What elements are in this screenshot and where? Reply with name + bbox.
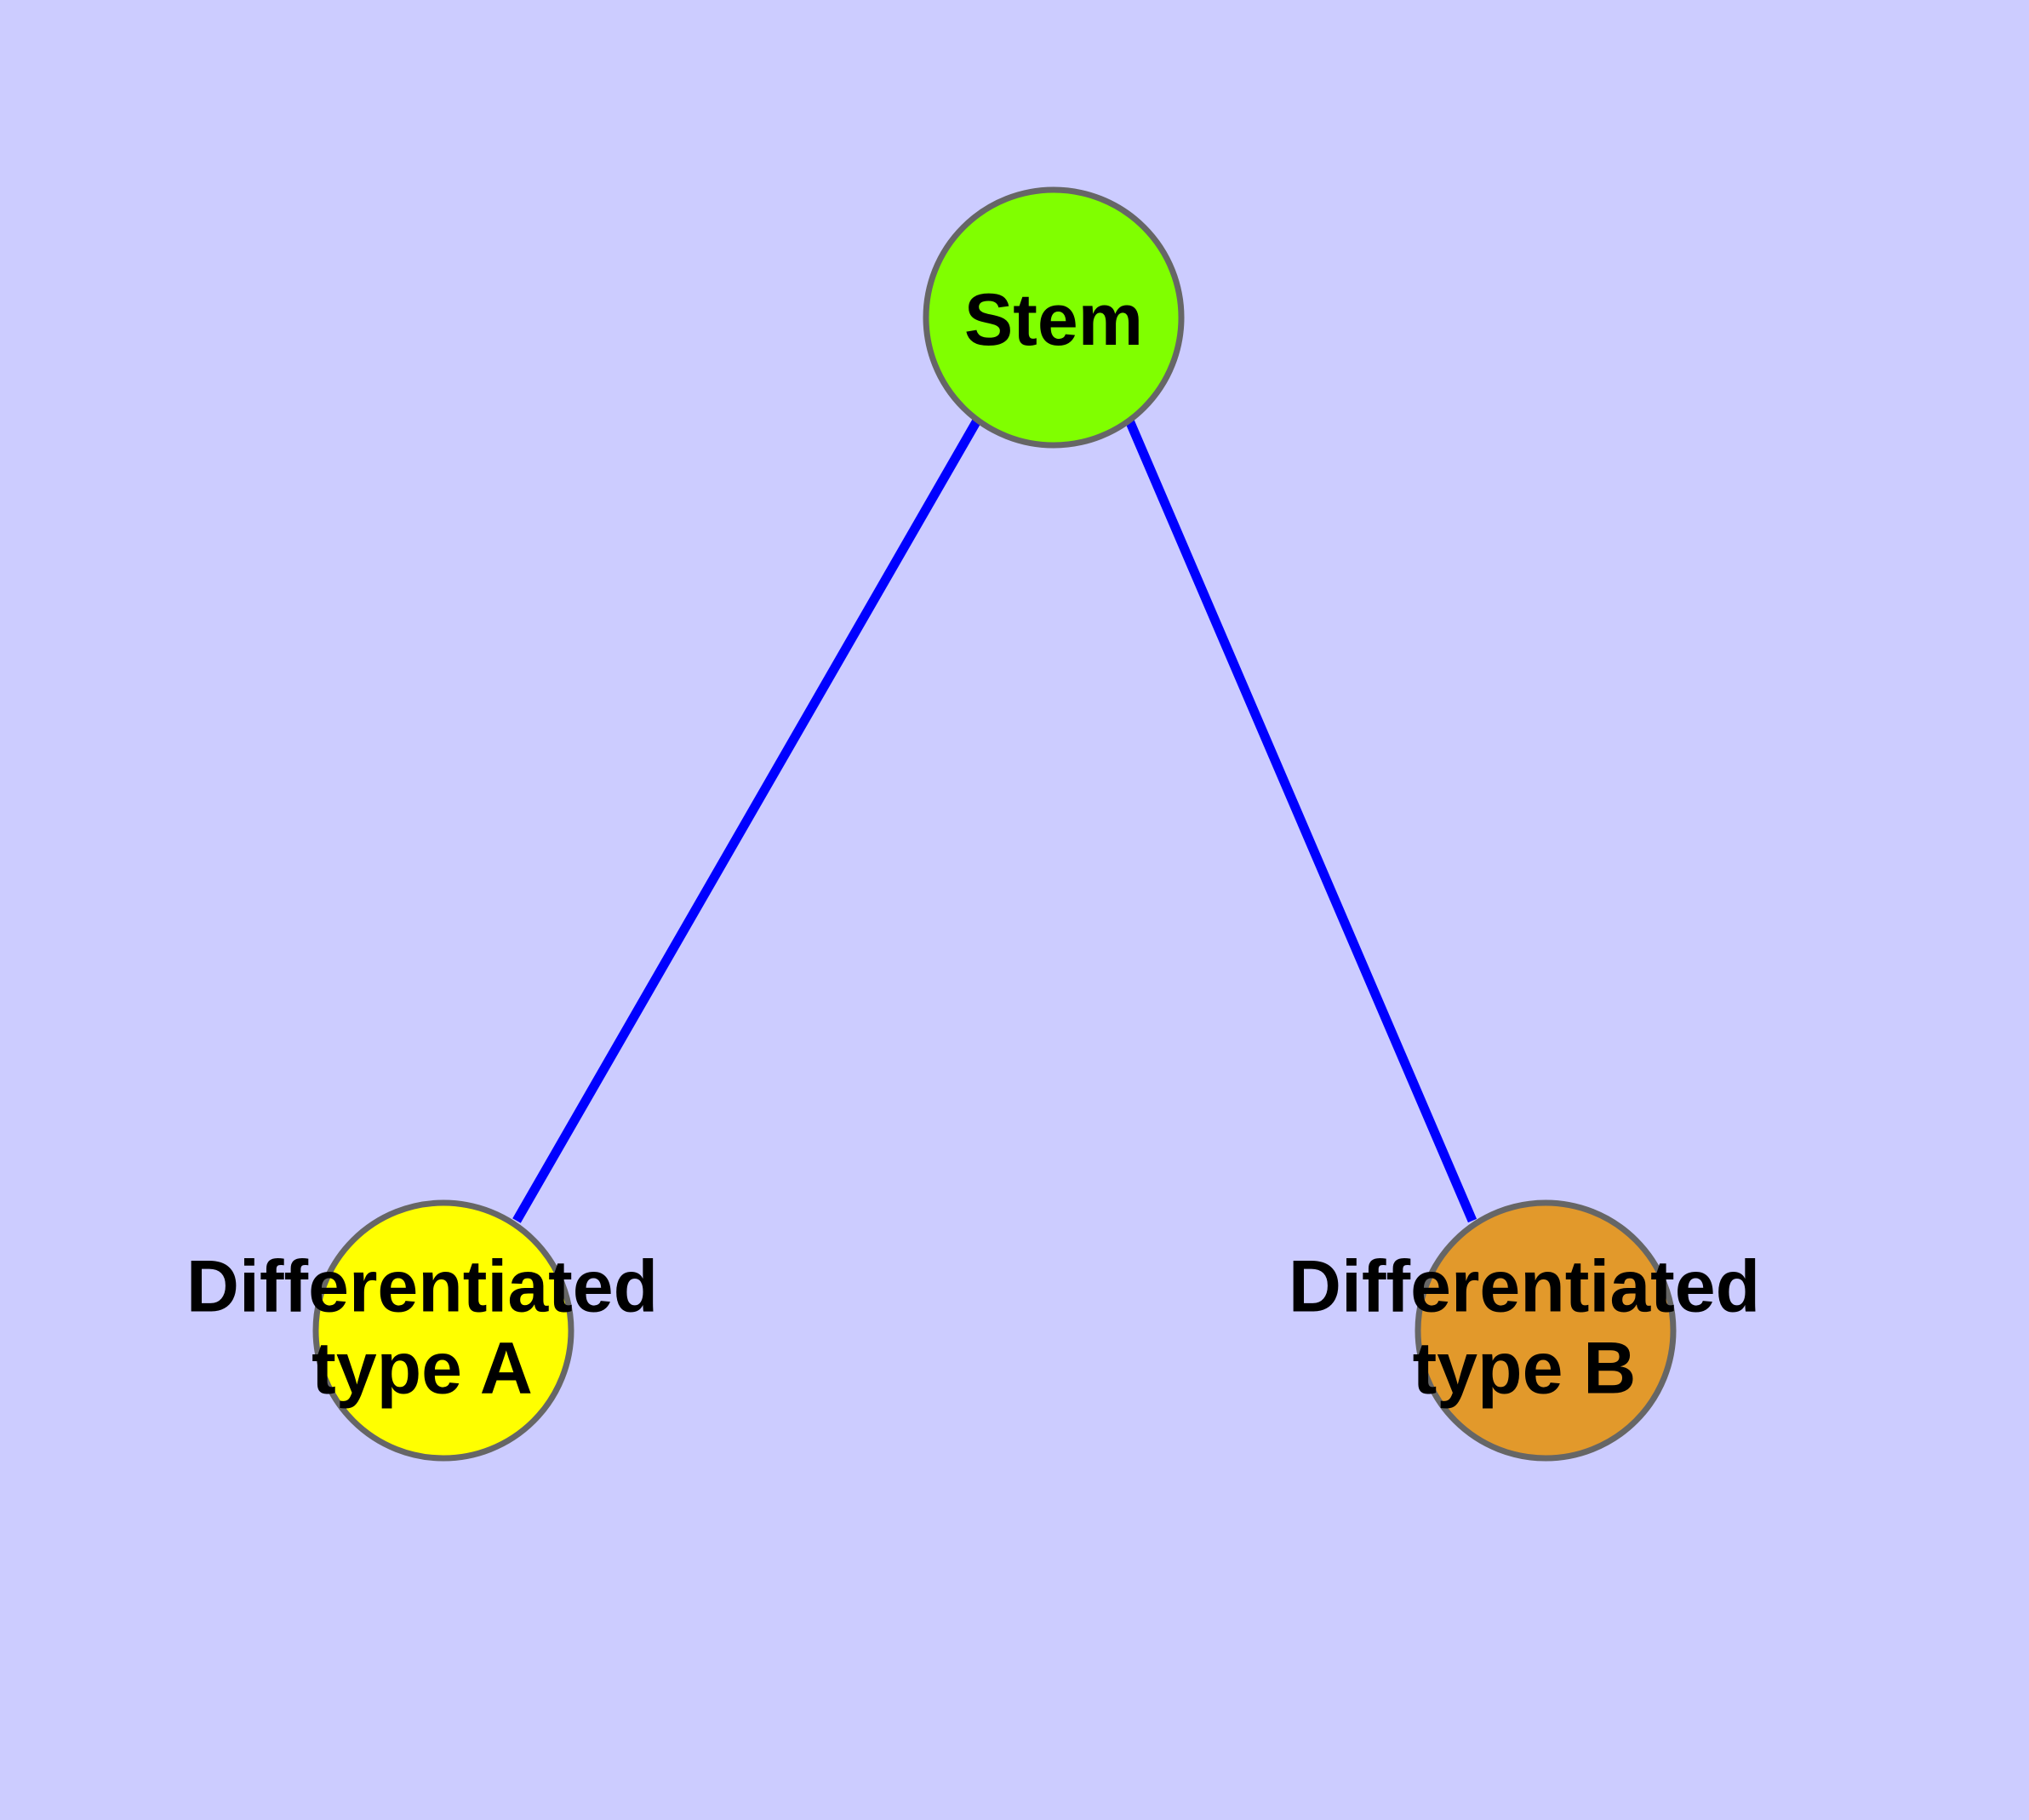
node-diff-b-circle[interactable] [1415,1199,1677,1462]
edge-layer [512,418,1477,1223]
node-layer [312,186,1677,1462]
edge-stem-to-diff-b[interactable] [1124,418,1477,1223]
edge-stem-to-diff-a[interactable] [512,418,981,1223]
node-stem-circle[interactable] [923,186,1185,449]
node-diff-a-circle[interactable] [312,1199,574,1462]
